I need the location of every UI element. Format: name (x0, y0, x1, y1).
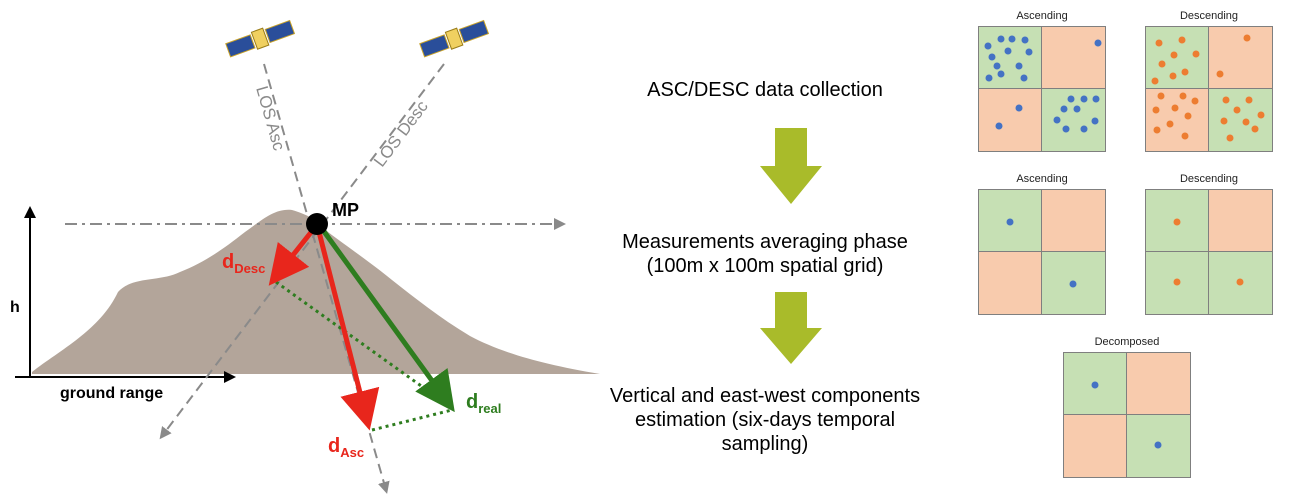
d-asc-arrow (315, 227, 380, 431)
avg-asc-title: Ascending (1016, 173, 1068, 185)
avg-desc-grid (1145, 189, 1273, 315)
dreal-dotted-2 (371, 408, 453, 432)
flow-step-3-line2: estimation (six-days temporal (634, 409, 896, 431)
avg-asc-grid (978, 189, 1106, 315)
raw-desc-title: Descending (1179, 10, 1239, 22)
satellite-desc-icon (419, 19, 490, 58)
flow-step-2-line2: (100m x 100m spatial grid) (646, 255, 884, 277)
decomposed-grid (1063, 352, 1191, 478)
h-axis-label: h (10, 299, 20, 316)
mp-point (306, 213, 328, 235)
los-desc-label: LOS Desc (370, 97, 432, 171)
insar-geometry-diagram: h ground range LOS Asc LOS Desc MP dDesc… (10, 19, 600, 494)
raw-desc-grid (1145, 26, 1273, 152)
raw-asc-title: Ascending (1016, 10, 1068, 22)
flow-step-3-line3: sampling) (721, 433, 809, 455)
raw-asc-grid (978, 26, 1106, 152)
d-desc-arrow (268, 224, 318, 286)
los-asc-label: LOS Asc (252, 84, 289, 153)
flow-step-2-line1: Measurements averaging phase (622, 231, 908, 253)
flow-step-1-text: ASC/DESC data collection (647, 79, 883, 101)
d-real-label: dreal (466, 391, 501, 416)
avg-desc-title: Descending (1179, 173, 1239, 185)
decomposed-title: Decomposed (1094, 336, 1160, 348)
satellite-asc-icon (225, 19, 296, 58)
d-asc-label: dAsc (328, 435, 364, 460)
dreal-dotted-1 (275, 280, 453, 410)
ground-axis-label: ground range (60, 385, 163, 402)
flow-step-3-line1: Vertical and east-west components (609, 385, 921, 407)
mp-label: MP (332, 200, 359, 220)
flow-step-1: ASC/DESC data collection (600, 78, 930, 102)
flow-step-2: Measurements averaging phase (100m x 100… (600, 230, 930, 278)
flow-arrow-1 (760, 128, 822, 204)
terrain-mountain (32, 209, 600, 374)
flow-arrow-2 (760, 292, 822, 364)
d-desc-label: dDesc (222, 251, 265, 276)
d-real-arrow (317, 224, 455, 413)
flow-step-3: Vertical and east-west components estima… (600, 384, 930, 456)
